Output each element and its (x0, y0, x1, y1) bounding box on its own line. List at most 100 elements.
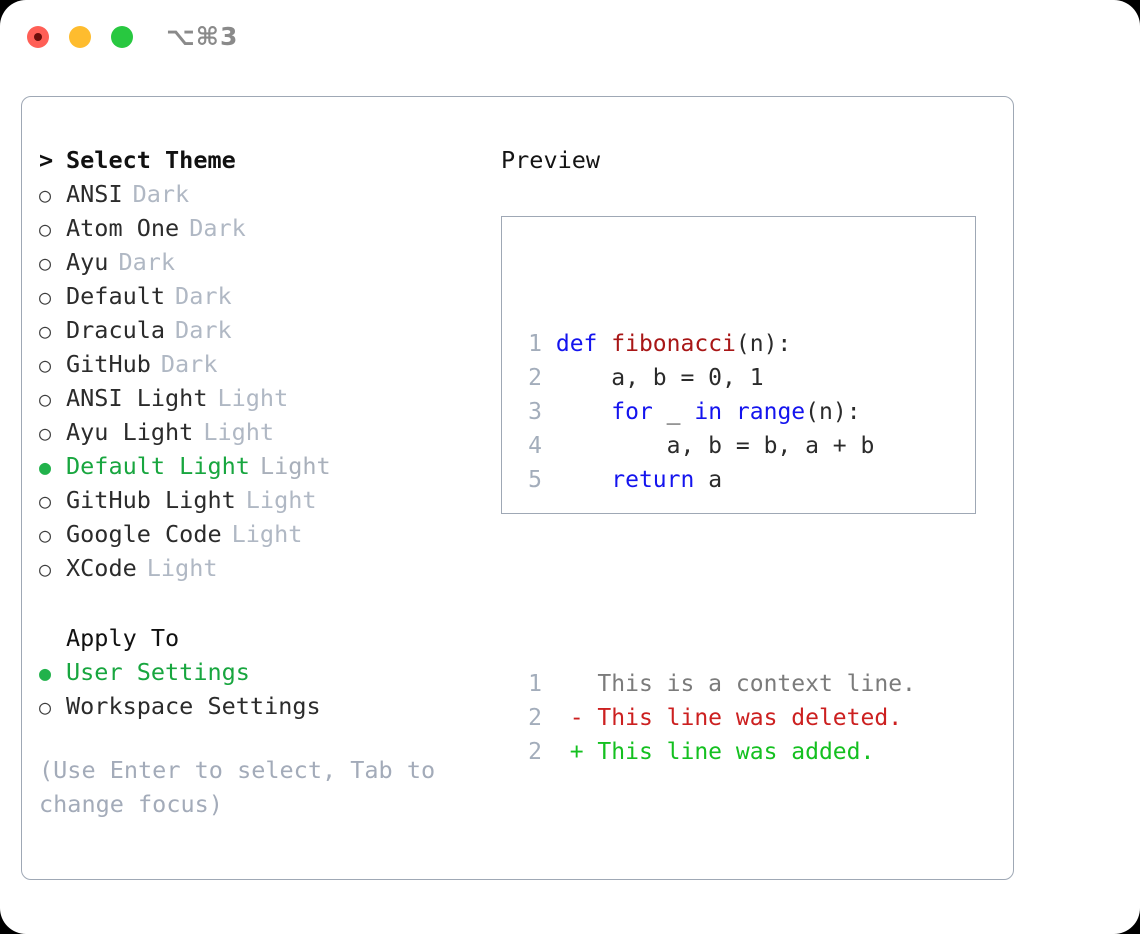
theme-variant-tag: Light (245, 486, 317, 514)
maximize-button[interactable] (111, 26, 133, 48)
theme-list-item[interactable]: ○ Atom One Dark (39, 211, 479, 245)
theme-name: XCode (66, 554, 137, 582)
code-token (722, 399, 736, 425)
theme-picker-header: > Select Theme (39, 143, 479, 177)
diff-line: 2 + This line was added. (516, 735, 916, 769)
hint-gap (39, 723, 479, 753)
title-bar: ⌥⌘3 (0, 0, 1140, 78)
caret-icon: > (39, 146, 54, 174)
apply-to-option-label: Workspace Settings (66, 692, 321, 720)
code-token: def (555, 331, 598, 357)
close-button[interactable] (27, 26, 49, 48)
radio-unselected-icon[interactable]: ○ (39, 217, 52, 241)
code-line: 3 for _ in range(n): (516, 395, 916, 429)
radio-selected-icon[interactable]: ● (39, 455, 52, 479)
window-controls (27, 26, 133, 48)
code-line: 1 def fibonacci(n): (516, 327, 916, 361)
line-number: 1 (528, 331, 542, 357)
theme-variant-tag: Light (259, 452, 331, 480)
keyboard-hint: (Use Enter to select, Tab to change focu… (39, 756, 450, 818)
theme-variant-tag: Dark (189, 214, 246, 242)
code-token: fibonacci (611, 331, 736, 357)
radio-unselected-icon[interactable]: ○ (39, 695, 52, 719)
diff-block: 1 This is a context line.2 - This line w… (516, 667, 916, 769)
code-token: in (694, 399, 723, 425)
page-title: Select Theme (66, 146, 236, 174)
apply-to-option[interactable]: ● User Settings (39, 655, 479, 689)
diff-line: 2 - This line was deleted. (516, 701, 916, 735)
code-token: (n): (805, 399, 861, 425)
apply-to-option[interactable]: ○ Workspace Settings (39, 689, 479, 723)
apply-to-heading: ○ Apply To (39, 621, 479, 655)
theme-variant-tag: Dark (175, 282, 232, 310)
apply-to-options: ● User Settings ○ Workspace Settings (39, 655, 479, 723)
theme-name: Default (66, 282, 166, 310)
theme-name: Ayu (66, 248, 109, 276)
radio-unselected-icon[interactable]: ○ (39, 387, 52, 411)
radio-unselected-icon[interactable]: ○ (39, 285, 52, 309)
theme-variant-tag: Light (146, 554, 218, 582)
theme-name: Default Light (66, 452, 250, 480)
theme-list-item[interactable]: ○ GitHub Dark (39, 347, 479, 381)
code-token: (n): (735, 331, 792, 357)
code-line: 5 return a (516, 463, 916, 497)
theme-variant-tag: Dark (175, 316, 232, 344)
section-gap (39, 585, 479, 621)
line-number: 1 (528, 671, 542, 697)
radio-unselected-icon[interactable]: ○ (39, 557, 52, 581)
radio-unselected-icon[interactable]: ○ (39, 353, 52, 377)
radio-unselected-icon[interactable]: ○ (39, 319, 52, 343)
code-token: for (611, 399, 653, 425)
code-diff-gap (516, 565, 916, 599)
theme-name: Ayu Light (66, 418, 194, 446)
radio-unselected-icon[interactable]: ○ (39, 421, 52, 445)
theme-name: GitHub (66, 350, 151, 378)
theme-list-item[interactable]: ○ XCode Light (39, 551, 479, 585)
theme-list-item[interactable]: ○ Ayu Light Light (39, 415, 479, 449)
radio-unselected-icon[interactable]: ○ (39, 251, 52, 275)
diff-line: 1 This is a context line. (516, 667, 916, 701)
line-number: 2 (528, 739, 542, 765)
theme-variant-tag: Dark (118, 248, 176, 276)
theme-name: Google Code (66, 520, 222, 548)
theme-name: Dracula (66, 316, 166, 344)
theme-list-item[interactable]: ○ Default Dark (39, 279, 479, 313)
code-token: a (694, 467, 723, 493)
radio-selected-icon[interactable]: ● (39, 661, 52, 685)
minimize-button[interactable] (69, 26, 91, 48)
radio-unselected-icon[interactable]: ○ (39, 183, 52, 207)
radio-unselected-icon[interactable]: ○ (39, 523, 52, 547)
code-token (556, 467, 611, 493)
code-token (597, 331, 611, 357)
line-number: 5 (528, 467, 542, 493)
theme-list-item[interactable]: ○ Dracula Dark (39, 313, 479, 347)
theme-list-item[interactable]: ○ Ayu Dark (39, 245, 479, 279)
code-token: return (611, 467, 695, 493)
line-number: 2 (528, 365, 542, 391)
code-token: This is a context line. (555, 671, 916, 697)
theme-name: Atom One (66, 214, 180, 242)
apply-to-label: Apply To (66, 624, 180, 652)
code-token (556, 399, 611, 425)
code-line: 4 a, b = b, a + b (516, 429, 916, 463)
preview-pane: Preview 1 def fibonacci(n):2 a, b = 0, 1… (501, 143, 1001, 765)
keyboard-shortcut-label: ⌥⌘3 (166, 22, 239, 51)
line-number: 2 (528, 705, 542, 731)
theme-variant-tag: Light (203, 418, 275, 446)
blank-marker: ○ (39, 622, 66, 656)
theme-variant-tag: Dark (160, 350, 218, 378)
apply-to-option-label: User Settings (66, 658, 250, 686)
code-token: - This line was deleted. (555, 705, 903, 731)
radio-unselected-icon[interactable]: ○ (39, 489, 52, 513)
theme-list-item[interactable]: ● Default Light Light (39, 449, 479, 483)
